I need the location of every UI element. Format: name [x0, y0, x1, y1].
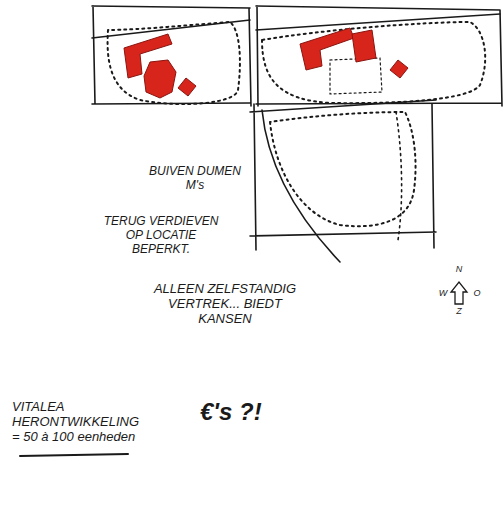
compass-letter: Z	[452, 306, 466, 316]
note-text: BUIVEN DUMEN M's	[145, 165, 245, 193]
compass-letter: W	[436, 288, 450, 298]
project-note: VITALEA HERONTWIKKELING = 50 à 100 eenhe…	[12, 400, 142, 445]
note-text: TERUG VERDIEVEN OP LOCATIE BEPERKT.	[96, 215, 226, 256]
compass-letter: N	[452, 264, 466, 274]
compass-letter: O	[470, 288, 484, 298]
note-text: ALLEEN ZELFSTANDIG VERTREK... BIEDT KANS…	[140, 282, 310, 327]
cost-note: €'s ?!	[200, 398, 280, 426]
